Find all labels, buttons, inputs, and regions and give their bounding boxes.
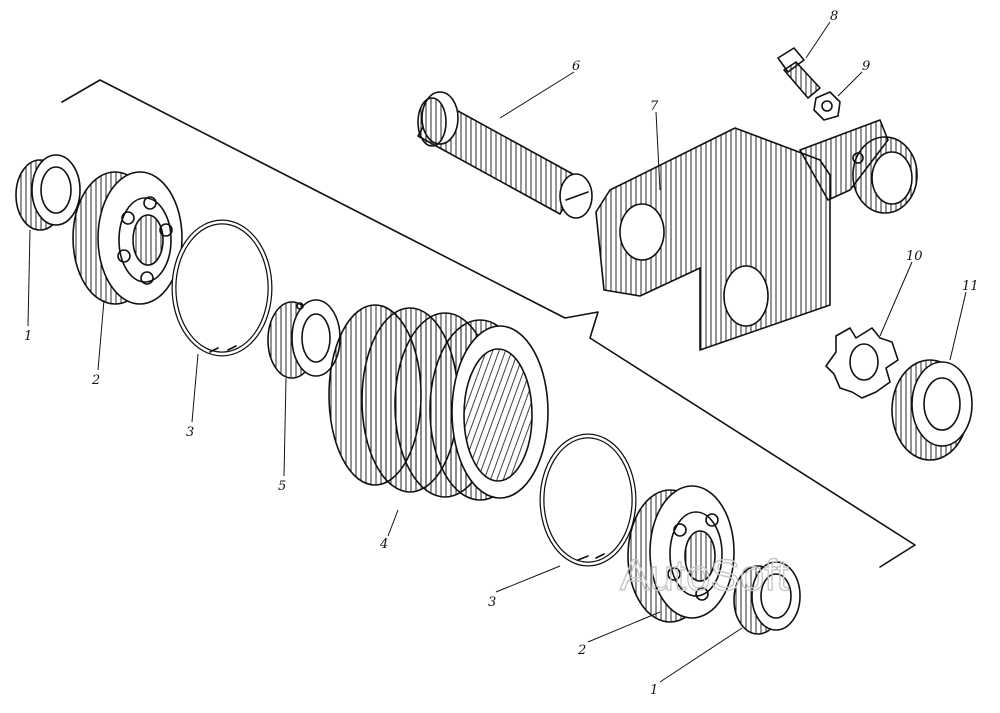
label-2-top: 2 — [91, 373, 100, 388]
label-8: 8 — [830, 9, 838, 24]
label-5: 5 — [278, 479, 286, 494]
axle-part — [417, 91, 593, 219]
part-labels: 1 2 3 5 4 6 7 8 9 10 11 3 2 1 — [24, 9, 979, 698]
label-1-top: 1 — [24, 329, 32, 344]
outer-ring-lower-part — [733, 561, 801, 635]
label-11: 11 — [962, 279, 979, 294]
snap-ring-lower-part — [539, 433, 637, 567]
watermark: AutoSoft — [620, 551, 789, 600]
round-nut-part — [891, 359, 973, 461]
bushing-part — [267, 299, 341, 379]
lock-washer-part — [825, 327, 899, 399]
bearing-part — [72, 171, 183, 305]
leader-lines — [27, 21, 967, 683]
nut-part — [813, 91, 841, 121]
label-7: 7 — [650, 99, 659, 114]
snap-ring-part — [171, 219, 273, 357]
bolt-part — [777, 47, 821, 99]
label-2-bottom: 2 — [577, 643, 586, 658]
roller-part — [328, 304, 549, 501]
outer-ring-part — [15, 154, 81, 231]
bracket-part — [595, 119, 918, 351]
assembly-frame-line — [61, 79, 916, 568]
label-10: 10 — [906, 249, 923, 264]
bearing-lower-part — [627, 485, 735, 623]
label-3-bottom: 3 — [488, 595, 496, 610]
label-4: 4 — [379, 537, 388, 552]
label-6: 6 — [572, 59, 580, 74]
label-9: 9 — [862, 59, 870, 74]
label-3-top: 3 — [186, 425, 194, 440]
label-1-bottom: 1 — [650, 683, 658, 698]
